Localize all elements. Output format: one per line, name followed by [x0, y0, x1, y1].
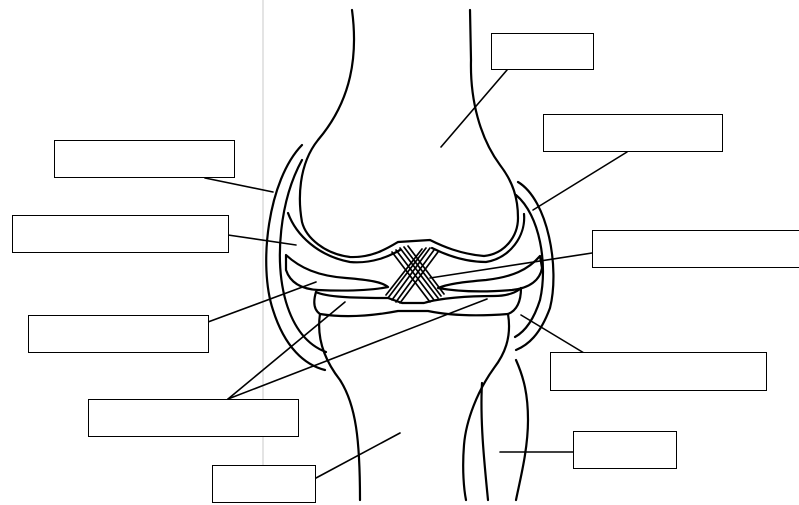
label-box-tibia[interactable]: [212, 465, 316, 503]
leader-femur: [441, 70, 507, 147]
leader-lower-cartilage-b: [228, 299, 487, 399]
fibula-bone: [481, 383, 488, 500]
leader-synovial-membrane: [533, 152, 627, 210]
label-box-cruciate-ligaments[interactable]: [592, 230, 799, 268]
label-box-synovial-membrane[interactable]: [543, 114, 723, 152]
leader-lower-cartilage-a: [228, 302, 345, 399]
tibia-shaft-left: [319, 314, 360, 500]
joint-capsule-outline-right: [516, 182, 553, 350]
cruciate-ligaments: [386, 246, 444, 303]
leader-articular-cartilage-upper: [228, 235, 296, 245]
label-box-femur[interactable]: [491, 33, 594, 70]
fibula-bone-right: [516, 360, 528, 500]
label-box-menisci[interactable]: [550, 352, 767, 391]
femur-bone: [300, 10, 518, 257]
label-box-fibula[interactable]: [573, 431, 677, 469]
label-box-articular-cartilage-lower[interactable]: [88, 399, 299, 437]
label-box-synovial-fluid[interactable]: [28, 315, 209, 353]
leader-menisci: [521, 315, 584, 353]
joint-capsule-outline: [266, 145, 325, 370]
label-box-articular-cartilage-upper[interactable]: [12, 215, 229, 253]
label-box-joint-capsule[interactable]: [54, 140, 235, 178]
leader-synovial-fluid: [208, 282, 316, 322]
